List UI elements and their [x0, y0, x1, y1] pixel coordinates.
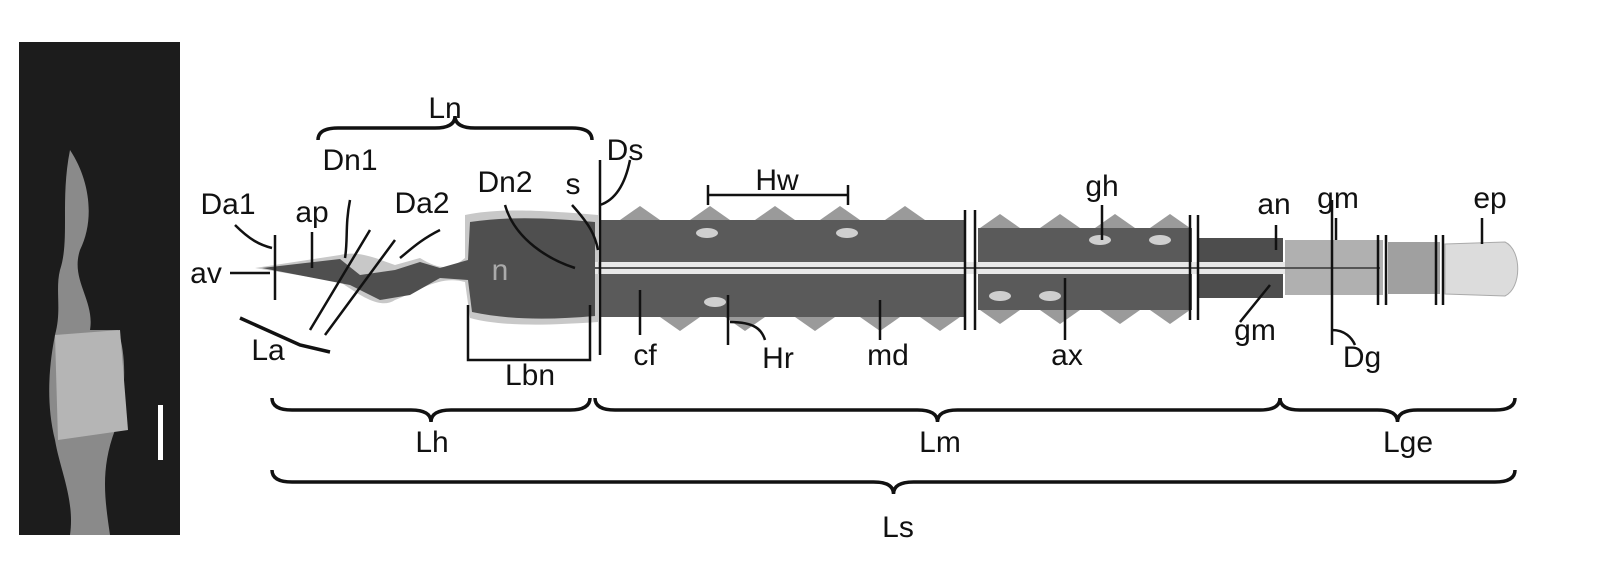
labels: Ln Ds Dn1 Dn2 s Hw Da1 ap Da2 gh an gm e… [190, 92, 1507, 544]
helix-ridge [690, 206, 730, 220]
label-Ls: Ls [882, 511, 914, 544]
label-Lh: Lh [415, 426, 448, 459]
leader-lines [230, 159, 1484, 362]
glycogen-granule [836, 228, 858, 238]
sperm-body [255, 206, 1519, 331]
label-Hr: Hr [762, 342, 794, 375]
sem-micrograph [19, 42, 180, 535]
label-Da2: Da2 [394, 187, 449, 220]
label-gm-top: gm [1317, 182, 1359, 215]
helix-ridge [620, 206, 660, 220]
helix-ridge [885, 206, 925, 220]
glycogen-granule [1149, 235, 1171, 245]
glycogen-granule [696, 228, 718, 238]
label-Ln: Ln [428, 92, 461, 125]
label-Hw: Hw [755, 164, 799, 197]
helix-ridge [920, 317, 960, 331]
brace [270, 397, 592, 423]
label-ep: ep [1473, 182, 1506, 215]
helix-ridge [1095, 214, 1135, 228]
helix-ridge [660, 317, 700, 331]
helix-ridge [980, 214, 1020, 228]
brace [316, 115, 594, 141]
label-Dn2: Dn2 [477, 166, 532, 199]
label-La: La [251, 334, 285, 367]
helix-ridge [1100, 310, 1140, 324]
brace [270, 469, 1517, 495]
label-Dn1: Dn1 [322, 144, 377, 177]
glycogen-granule [989, 291, 1011, 301]
helix-ridge [1150, 310, 1190, 324]
braces [239, 115, 1517, 495]
brace [1278, 397, 1517, 423]
label-gh: gh [1085, 170, 1118, 203]
helix-ridge [980, 310, 1020, 324]
label-Da1: Da1 [200, 188, 255, 221]
label-gm-bottom: gm [1234, 314, 1276, 347]
glycogen-granule [704, 297, 726, 307]
label-n: n [492, 254, 509, 287]
label-ax: ax [1051, 339, 1083, 372]
label-Lbn: Lbn [505, 359, 555, 392]
scale-bar [158, 405, 163, 460]
helix-ridge [795, 317, 835, 331]
label-av: av [190, 257, 222, 290]
label-Lge: Lge [1383, 426, 1433, 459]
helix-ridge [1040, 214, 1080, 228]
label-Lm: Lm [919, 426, 961, 459]
label-an: an [1257, 188, 1290, 221]
label-md: md [867, 339, 909, 372]
label-ap: ap [295, 196, 328, 229]
helix-ridge [1150, 214, 1190, 228]
brace-La [239, 316, 331, 354]
label-cf: cf [633, 339, 657, 372]
helix-ridge [820, 206, 860, 220]
glycogen-granule [1039, 291, 1061, 301]
helix-ridge [1040, 310, 1080, 324]
label-Ds: Ds [607, 134, 644, 167]
helix-ridge [755, 206, 795, 220]
glycogen-granule [1089, 235, 1111, 245]
brace [593, 397, 1282, 423]
label-Dg: Dg [1343, 341, 1381, 374]
label-s: s [566, 168, 581, 201]
